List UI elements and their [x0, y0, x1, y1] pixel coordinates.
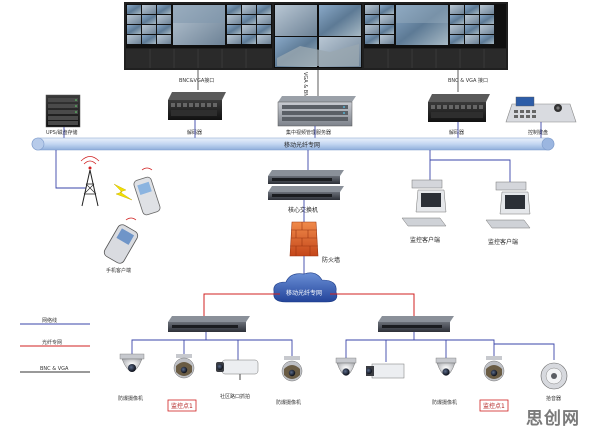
core-switch: [268, 170, 344, 200]
handheld-phone: [133, 168, 161, 216]
video-wall-left-cabinet: [126, 49, 272, 68]
control-keyboard: [506, 97, 576, 122]
cell-tower: [81, 157, 99, 207]
video-wall-right-block: [364, 4, 506, 48]
decoder-right-label: 解码器: [449, 129, 464, 136]
access-switch-right: [378, 316, 454, 332]
lightning-signal-icon: [114, 184, 132, 200]
bnc-vga-left-label: BNC&VGA接口: [179, 77, 214, 84]
speed-dome-camera-4: [282, 356, 302, 381]
sound-pickup-icon: [541, 363, 567, 389]
mobile-client-label: 手机客户端: [106, 267, 131, 274]
signal-lines-top: [198, 70, 458, 96]
speed-dome-camera-8: [484, 356, 504, 381]
fiber-backbone-label: 移动光纤专网: [284, 141, 320, 149]
watermark: 思创网: [526, 408, 580, 429]
monitor-client-2-label: 监控客户端: [488, 238, 518, 246]
decoder-right: [428, 94, 490, 122]
decoder-left: [168, 92, 226, 120]
legend: 网络线 光纤专网 BNC & VGA: [20, 317, 90, 372]
firewall-label: 防火墙: [322, 256, 340, 264]
camera-2-label: 监控点1: [171, 402, 193, 410]
camera-1-label: 防爆摄像机: [118, 395, 143, 402]
video-wall-left-block: [126, 4, 272, 48]
firewall-icon: [290, 222, 318, 256]
camera-6-label: 监控点1: [483, 402, 505, 410]
video-wall: [124, 2, 508, 70]
monitor-client-2: [486, 182, 530, 228]
control-keyboard-label: 控制键盘: [528, 129, 548, 136]
video-wall-right-cabinet: [364, 49, 506, 68]
central-video-server: [278, 96, 356, 126]
camera-5-label: 防爆摄像机: [432, 399, 457, 406]
legend-label-bnc-vga: BNC & VGA: [40, 366, 69, 372]
decoder-left-label: 解码器: [187, 129, 202, 136]
camera-7-label: 拾音器: [546, 395, 561, 402]
camera-4-label: 防爆摄像机: [276, 399, 301, 406]
video-wall-center-screen: [274, 4, 362, 68]
access-switch-left: [168, 316, 250, 332]
camera-3-label: 社区路口抓拍: [220, 393, 250, 400]
legend-label-fiber: 光纤专网: [42, 339, 62, 346]
legend-label-network: 网络线: [42, 317, 57, 324]
speed-dome-camera-2: [174, 354, 194, 378]
box-camera-6: [366, 364, 404, 378]
backbone-to-clients-links: [430, 150, 510, 182]
backbone-to-tower-link: [56, 150, 86, 188]
bullet-camera-3: [216, 360, 258, 380]
bnc-vga-right-label: BNC & VGA 接口: [448, 77, 488, 84]
mobile-client-phone: [102, 218, 139, 265]
ups-storage-label: UPS/磁盘存储: [46, 129, 78, 136]
cloud-network-icon: [274, 273, 337, 302]
core-switch-label: 核心交换机: [288, 206, 318, 214]
ups-storage-rack: [46, 95, 80, 127]
dome-camera-5: [336, 358, 356, 376]
monitor-client-1-label: 监控客户端: [410, 236, 440, 244]
dome-camera-1: [120, 354, 144, 372]
dome-camera-7: [436, 358, 456, 376]
cloud-network-label: 移动光纤专网: [286, 289, 322, 297]
central-server-label: 集中视频管理服务器: [286, 129, 331, 136]
monitor-client-1: [402, 180, 446, 226]
